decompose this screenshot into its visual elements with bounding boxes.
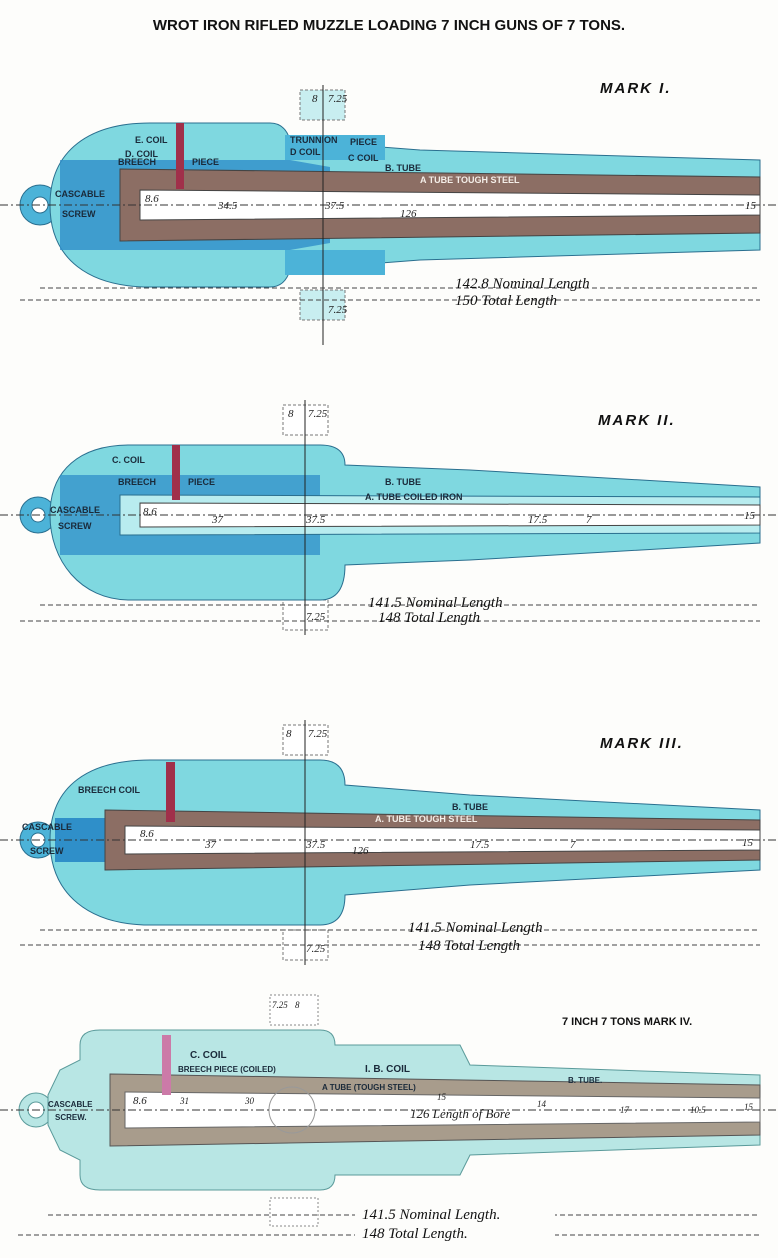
dim-diameter-4: 14 bbox=[537, 1099, 547, 1109]
dim-trunnion-width: 7.25 bbox=[308, 408, 328, 420]
mark-title: 7 INCH 7 TONS MARK IV. bbox=[562, 1016, 692, 1028]
label-c-coil: C. COIL bbox=[112, 455, 146, 465]
label-a-tube: A TUBE (TOUGH STEEL) bbox=[322, 1083, 416, 1092]
label-b-tube: B. TUBE bbox=[452, 802, 488, 812]
dim-chamber: 8.6 bbox=[140, 828, 154, 840]
vent bbox=[162, 1035, 171, 1095]
dim-diameter-2: 37.5 bbox=[305, 514, 326, 526]
label-breech: BREECH bbox=[118, 157, 156, 167]
dim-trunnion-width: 7.25 bbox=[272, 1000, 288, 1010]
label-a-tube: A TUBE TOUGH STEEL bbox=[420, 175, 520, 185]
nominal-length: 142.8 Nominal Length bbox=[455, 276, 590, 292]
dim-diameter-1: 31 bbox=[179, 1096, 189, 1106]
label-screw: SCREW. bbox=[55, 1113, 87, 1122]
label-c-coil: C COIL bbox=[348, 153, 379, 163]
label-e-coil: E. COIL bbox=[135, 135, 168, 145]
label-cascable: CASCABLE bbox=[48, 1100, 93, 1109]
dim-diameter-3: 17.5 bbox=[528, 514, 548, 526]
total-length: 148 Total Length bbox=[418, 938, 520, 954]
label-piece: PIECE bbox=[188, 477, 215, 487]
dim-trunnion-top: 8 bbox=[288, 408, 294, 420]
label-screw: SCREW bbox=[62, 209, 96, 219]
dim-diameter-2: 37.5 bbox=[305, 839, 326, 851]
vent bbox=[166, 762, 175, 822]
label-cascable: CASCABLE bbox=[55, 189, 105, 199]
label-breech-coil: BREECH COIL bbox=[78, 785, 141, 795]
label-a-tube: A. TUBE TOUGH STEEL bbox=[375, 814, 478, 824]
total-length: 148 Total Length. bbox=[362, 1226, 468, 1242]
label-piece: PIECE bbox=[192, 157, 219, 167]
dim-chamber: 8.6 bbox=[143, 506, 157, 518]
dim-diameter-5: 17 bbox=[620, 1105, 630, 1115]
trunnion-outline bbox=[269, 1197, 319, 1227]
dim-diameter-3: 17.5 bbox=[470, 839, 490, 851]
dim-diameter-2: 37.5 bbox=[324, 200, 345, 212]
dim-diameter-2: 30 bbox=[244, 1096, 255, 1106]
mark-title: MARK II. bbox=[598, 412, 676, 429]
dim-chamber: 8.6 bbox=[133, 1095, 147, 1107]
total-length: 148 Total Length bbox=[378, 610, 480, 626]
dim-bore: 126 Length of Bore bbox=[410, 1106, 510, 1121]
dim-trunnion-top: 8 bbox=[312, 93, 318, 105]
dim-trunnion-width: 7.25 bbox=[308, 728, 328, 740]
nominal-length: 141.5 Nominal Length bbox=[408, 920, 543, 936]
label-c-coil: C. COIL bbox=[190, 1050, 227, 1061]
label-breech-piece: BREECH PIECE (COILED) bbox=[178, 1065, 276, 1074]
trunnion-ring bbox=[285, 135, 385, 160]
dim-trunnion-bottom: 7.25 bbox=[328, 304, 348, 316]
trunnion-ring bbox=[285, 250, 385, 275]
gun-mark-3: MARK III. BREECH COIL CASCABLE SCREW B. … bbox=[0, 720, 778, 965]
label-d-coil: D. COIL bbox=[125, 149, 159, 159]
label-trunnion: TRUNNION bbox=[290, 135, 338, 145]
gun-mark-1: MARK I. E. COIL D. COIL BREECH PIECE CAS… bbox=[0, 80, 778, 345]
label-b-tube: B. TUBE bbox=[385, 163, 421, 173]
bore bbox=[124, 825, 761, 855]
dim-diameter-4: 7 bbox=[586, 514, 592, 526]
nominal-length: 141.5 Nominal Length. bbox=[362, 1207, 500, 1223]
dim-muzzle: 15 bbox=[742, 837, 754, 849]
label-trunnion-piece: PIECE bbox=[350, 137, 377, 147]
total-length: 150 Total Length bbox=[455, 293, 557, 309]
dim-trunnion-bottom: 7.25 bbox=[306, 943, 326, 955]
dim-bore: 126 bbox=[400, 208, 417, 220]
dim-trunnion-width: 7.25 bbox=[328, 93, 348, 105]
dim-diameter-4: 7 bbox=[570, 839, 576, 851]
label-screw: SCREW bbox=[30, 846, 64, 856]
dim-chamber: 8.6 bbox=[145, 193, 159, 205]
label-screw: SCREW bbox=[58, 521, 92, 531]
label-d-coil-2: D COIL bbox=[290, 147, 321, 157]
dim-diameter-1: 37 bbox=[211, 514, 224, 526]
label-ib-coil: I. B. COIL bbox=[365, 1064, 410, 1075]
nominal-length: 141.5 Nominal Length bbox=[368, 595, 503, 611]
label-cascable: CASCABLE bbox=[22, 822, 72, 832]
vent bbox=[172, 445, 180, 500]
gun-mark-4: 7 INCH 7 TONS MARK IV. C. COIL BREECH PI… bbox=[0, 994, 778, 1242]
trunnion-outline bbox=[269, 994, 319, 1026]
dim-trunnion-bottom: 7.25 bbox=[306, 611, 326, 623]
mark-title: MARK III. bbox=[600, 735, 684, 752]
dim-trunnion-top: 8 bbox=[286, 728, 292, 740]
dim-muzzle: 15 bbox=[744, 1102, 754, 1112]
label-b-tube: B. TUBE. bbox=[568, 1076, 602, 1085]
label-breech: BREECH bbox=[118, 477, 156, 487]
gun-mark-2: MARK II. C. COIL BREECH PIECE CASCABLE S… bbox=[0, 400, 778, 635]
mark-title: MARK I. bbox=[600, 80, 672, 97]
dim-bore: 126 bbox=[352, 845, 369, 857]
dim-diameter-6: 10.5 bbox=[690, 1105, 706, 1115]
label-a-tube: A. TUBE COILED IRON bbox=[365, 492, 463, 502]
dim-muzzle: 15 bbox=[745, 200, 757, 212]
page-title: WROT IRON RIFLED MUZZLE LOADING 7 INCH G… bbox=[153, 17, 625, 34]
dim-diameter-1: 37 bbox=[204, 839, 217, 851]
vent bbox=[176, 123, 184, 189]
dim-diameter-1: 34.5 bbox=[217, 200, 238, 212]
dim-diameter-3: 15 bbox=[437, 1092, 447, 1102]
dim-muzzle: 15 bbox=[744, 510, 756, 522]
bore bbox=[124, 1091, 761, 1129]
label-cascable: CASCABLE bbox=[50, 505, 100, 515]
label-b-tube: B. TUBE bbox=[385, 477, 421, 487]
dim-trunnion-top: 8 bbox=[295, 1000, 300, 1010]
dim-label-background bbox=[355, 1202, 555, 1242]
